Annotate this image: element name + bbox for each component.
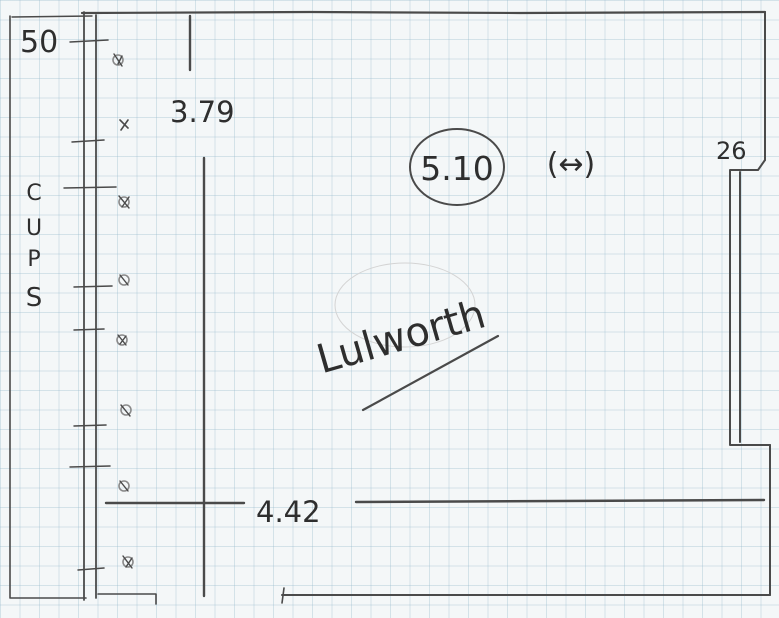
vertical-dimension: 3.79 [170, 14, 235, 598]
shelf-tick [73, 424, 107, 427]
double-arrow-icon: (↔) [547, 147, 596, 182]
hook-icon [118, 480, 130, 492]
hook-icon [120, 404, 132, 417]
room-name-underline [361, 334, 500, 412]
door-jamb-right [281, 587, 285, 604]
hook-icon [112, 53, 124, 67]
top-left-label: 50 [20, 25, 58, 60]
cupboard-shelves [63, 39, 117, 571]
shelf-tick [69, 39, 109, 43]
vertical-dimension-label: 3.79 [170, 95, 235, 129]
shelf-tick [63, 186, 117, 189]
recess-wall [729, 159, 771, 446]
room-name: Lulworth [312, 291, 491, 383]
shelf-tick [69, 465, 111, 468]
top-wall [80, 10, 767, 15]
shelf-tick [73, 285, 113, 288]
area-callout: 5.10 [409, 128, 505, 206]
horizontal-dimension: 4.42 [104, 495, 766, 529]
recess-label: 26 [716, 137, 747, 165]
area-label: 5.10 [420, 149, 493, 188]
hook-icon [119, 119, 129, 131]
top-wall-left-segment [11, 15, 93, 18]
horizontal-dimension-label: 4.42 [256, 495, 321, 529]
horizontal-dimension-line-right [354, 498, 766, 504]
cupboard-letter: U [26, 216, 42, 241]
hook-icon [122, 555, 134, 569]
cupboard-letter: C [26, 181, 41, 206]
faint-stamp-circle [334, 262, 476, 348]
cupboard-label: C U P S [26, 181, 43, 313]
shelf-tick [71, 139, 105, 143]
hook-icon [118, 274, 130, 286]
area-circle [409, 128, 505, 206]
cupboard-hooks [112, 53, 134, 569]
cupboard-letter: S [26, 283, 43, 313]
hook-icon [118, 195, 130, 209]
cupboard-letter: P [27, 247, 40, 272]
hook-icon [116, 334, 128, 346]
shelf-tick [77, 567, 105, 571]
shelf-tick [73, 328, 105, 331]
room-outline [9, 10, 771, 605]
bottom-wall-left [97, 593, 157, 605]
left-outer-wall [9, 15, 87, 599]
